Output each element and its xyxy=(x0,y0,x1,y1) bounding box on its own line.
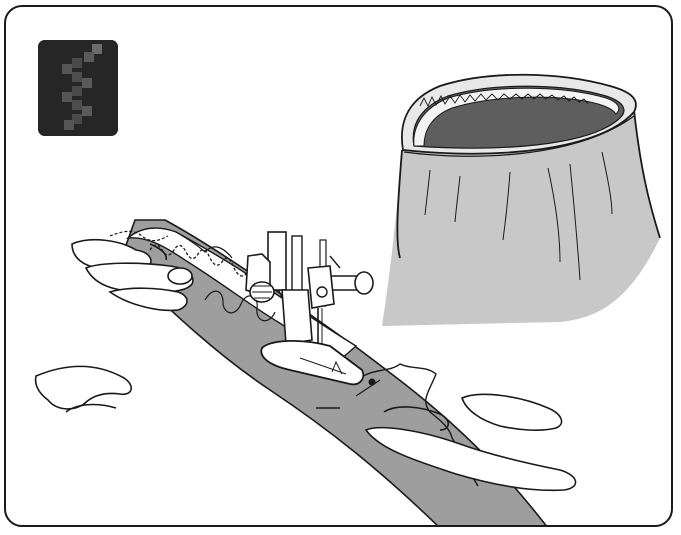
finished-waistband xyxy=(382,75,660,326)
left-hand-bottom xyxy=(36,366,132,412)
